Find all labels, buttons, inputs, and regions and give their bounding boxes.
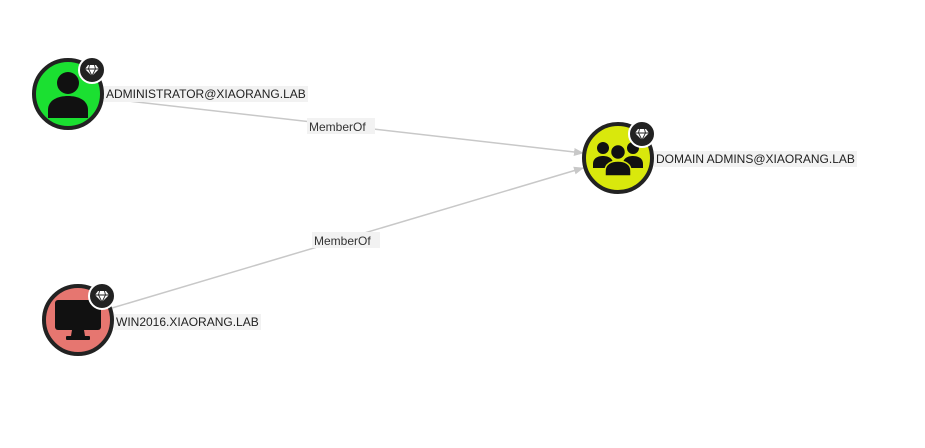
node-label: DOMAIN ADMINS@XIAORANG.LAB: [654, 151, 857, 167]
edge-label: MemberOf: [314, 234, 371, 248]
user-icon: [48, 72, 88, 118]
node-win2016[interactable]: WIN2016.XIAORANG.LAB: [42, 282, 322, 358]
node-label: WIN2016.XIAORANG.LAB: [114, 314, 261, 330]
badge-diamond: [628, 120, 656, 148]
diamond-icon: [85, 64, 99, 78]
badge-diamond: [88, 282, 116, 310]
node-domain-admins[interactable]: DOMAIN ADMINS@XIAORANG.LAB: [582, 120, 882, 196]
node-administrator[interactable]: ADMINISTRATOR@XIAORANG.LAB: [32, 56, 332, 132]
edge-win2016-memberof-domain-admins[interactable]: MemberOf: [111, 166, 584, 309]
node-label: ADMINISTRATOR@XIAORANG.LAB: [104, 86, 308, 102]
diamond-icon: [635, 128, 649, 142]
edge-admin-memberof-domain-admins[interactable]: MemberOf: [101, 97, 584, 156]
diamond-icon: [95, 290, 109, 304]
computer-icon: [55, 300, 101, 340]
edge-label: MemberOf: [309, 120, 366, 134]
edge-label-bg: [307, 118, 375, 134]
badge-diamond: [78, 56, 106, 84]
edge-label-bg: [312, 232, 380, 248]
group-icon: [593, 142, 643, 177]
